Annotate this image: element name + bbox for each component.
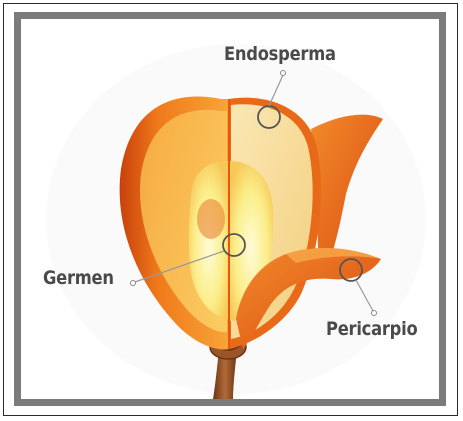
outer-frame: Endosperma Germen Pericarpio bbox=[3, 3, 458, 416]
pericarp-callout-dot bbox=[372, 311, 377, 316]
germ-spot bbox=[197, 199, 225, 239]
germ-callout-dot bbox=[131, 281, 136, 286]
label-endosperm: Endosperma bbox=[224, 43, 336, 65]
endosperm-callout-dot bbox=[281, 71, 286, 76]
label-pericarp: Pericarpio bbox=[326, 318, 417, 340]
diagram-panel: Endosperma Germen Pericarpio bbox=[14, 12, 446, 406]
corn-kernel-diagram bbox=[21, 19, 439, 399]
label-germ: Germen bbox=[43, 267, 114, 289]
